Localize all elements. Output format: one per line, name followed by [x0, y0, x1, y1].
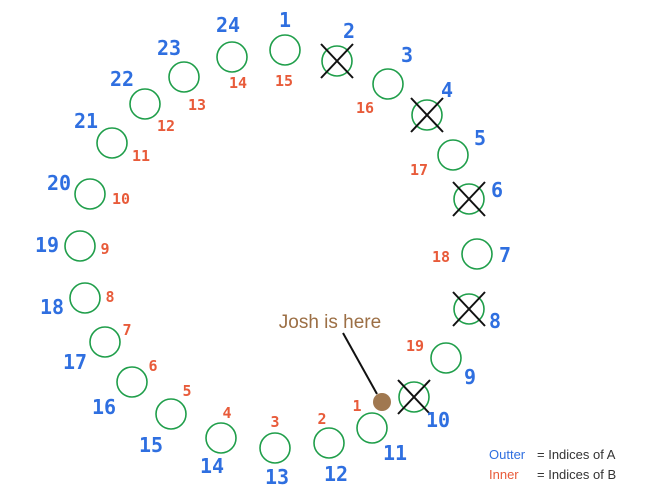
circle-3 [372, 68, 404, 100]
inner-label-10: 10 [112, 190, 130, 208]
inner-label-17: 17 [410, 161, 428, 179]
circle-15 [155, 398, 187, 430]
circle-7 [461, 238, 493, 270]
outer-label-7: 7 [499, 243, 511, 267]
cross-mark-10 [397, 379, 431, 415]
cross-mark-4 [410, 97, 444, 133]
cross-mark-8 [452, 291, 486, 327]
circle-12 [313, 427, 345, 459]
inner-label-9: 9 [100, 240, 109, 258]
outer-label-12: 12 [324, 462, 348, 486]
cross-mark-2 [320, 43, 354, 79]
pointer-line [342, 332, 378, 395]
outer-label-3: 3 [401, 43, 413, 67]
josh-marker [373, 393, 391, 411]
outer-label-13: 13 [265, 465, 289, 489]
circle-5 [437, 139, 469, 171]
inner-label-15: 15 [275, 72, 293, 90]
outer-label-14: 14 [200, 454, 224, 478]
inner-label-8: 8 [105, 288, 114, 306]
annotation-text: Josh is here [279, 312, 381, 333]
circles [64, 34, 493, 464]
inner-label-14: 14 [229, 74, 247, 92]
outer-label-10: 10 [426, 408, 450, 432]
outer-label-19: 19 [35, 233, 59, 257]
legend-inner-desc: = Indices of B [537, 467, 616, 482]
inner-label-12: 12 [157, 117, 175, 135]
outer-label-11: 11 [383, 441, 407, 465]
circle-23 [168, 61, 200, 93]
outer-label-6: 6 [491, 178, 503, 202]
outer-label-23: 23 [157, 36, 181, 60]
circle-22 [129, 88, 161, 120]
outer-label-15: 15 [139, 433, 163, 457]
inner-label-4: 4 [222, 404, 231, 422]
outer-label-2: 2 [343, 19, 355, 43]
circle-20 [74, 178, 106, 210]
inner-label-1: 1 [352, 397, 361, 415]
outer-label-18: 18 [40, 295, 64, 319]
inner-label-6: 6 [148, 357, 157, 375]
outer-label-16: 16 [92, 395, 116, 419]
inner-label-3: 3 [270, 413, 279, 431]
inner-label-13: 13 [188, 96, 206, 114]
crosses [320, 43, 486, 415]
inner-label-5: 5 [182, 382, 191, 400]
outer-label-20: 20 [47, 171, 71, 195]
inner-labels: 1 2 3 4 5 6 7 8 9 10 11 12 13 14 15 16 1… [100, 72, 450, 431]
circle-14 [205, 422, 237, 454]
outer-label-1: 1 [279, 8, 291, 32]
inner-label-11: 11 [132, 147, 150, 165]
circle-24 [216, 41, 248, 73]
outer-label-17: 17 [63, 350, 87, 374]
inner-label-18: 18 [432, 248, 450, 266]
circle-13 [259, 432, 291, 464]
circle-9 [430, 342, 462, 374]
outer-label-9: 9 [464, 365, 476, 389]
outer-label-24: 24 [216, 13, 240, 37]
legend-outer-label: Outter [489, 447, 526, 462]
circle-11 [356, 412, 388, 444]
inner-label-16: 16 [356, 99, 374, 117]
legend-inner-label: Inner [489, 467, 519, 482]
inner-label-7: 7 [122, 321, 131, 339]
circle-16 [116, 366, 148, 398]
legend: Outter = Indices of A Inner = Indices of… [489, 447, 616, 482]
outer-label-4: 4 [441, 78, 453, 102]
outer-labels: 1 2 3 4 5 6 7 8 9 10 11 12 13 14 15 16 1… [35, 8, 511, 489]
inner-label-2: 2 [317, 410, 326, 428]
circle-18 [69, 282, 101, 314]
inner-label-19: 19 [406, 337, 424, 355]
circle-1 [269, 34, 301, 66]
legend-outer-desc: = Indices of A [537, 447, 616, 462]
outer-label-8: 8 [489, 309, 501, 333]
outer-label-5: 5 [474, 126, 486, 150]
circle-19 [64, 230, 96, 262]
outer-label-22: 22 [110, 67, 134, 91]
circle-21 [96, 127, 128, 159]
cross-mark-6 [452, 181, 486, 217]
circle-17 [89, 326, 121, 358]
outer-label-21: 21 [74, 109, 98, 133]
